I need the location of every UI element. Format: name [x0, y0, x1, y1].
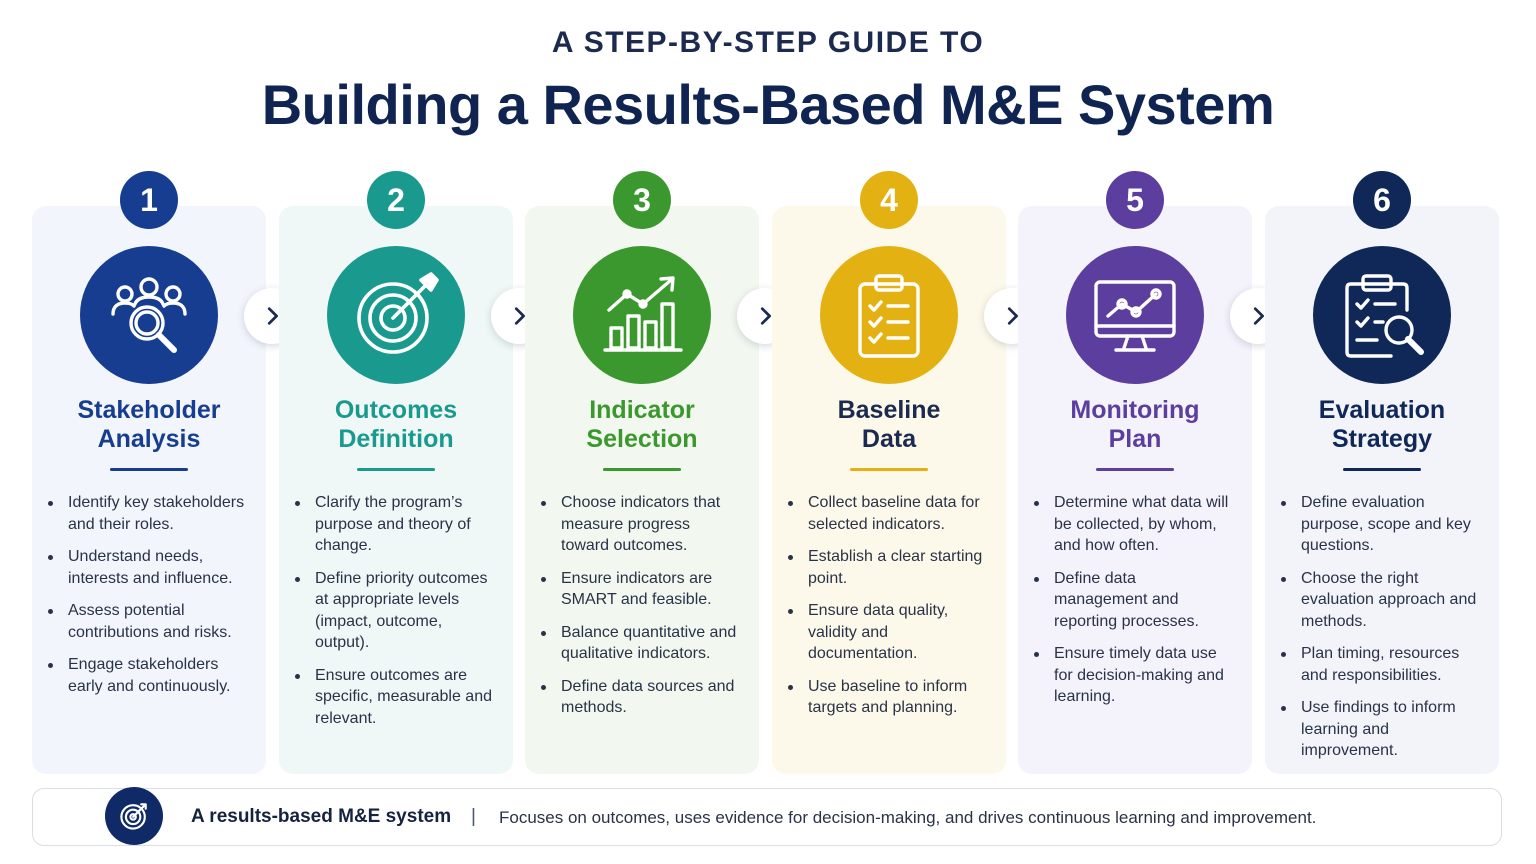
bullet-item: Use baseline to inform targets and plann… [786, 676, 986, 719]
clipboard-checklist-icon [820, 246, 958, 384]
step-title-line: Analysis [97, 425, 201, 453]
guide-subtitle: A STEP-BY-STEP GUIDE TO [551, 26, 985, 59]
bar-chart-trend-icon [573, 246, 711, 384]
step-title-underline [1343, 468, 1421, 471]
bullet-item: Ensure indicators are SMART and feasible… [539, 568, 739, 611]
step-title-line: Evaluation [1318, 396, 1446, 424]
step-title-line: Strategy [1331, 425, 1433, 453]
step-number-badge: 1 [120, 171, 178, 229]
bullet-item: Ensure timely data use for decision-maki… [1032, 643, 1232, 708]
bullet-item: Define data sources and methods. [539, 676, 739, 719]
step-number-badge: 5 [1106, 171, 1164, 229]
clipboard-search-icon [1313, 246, 1451, 384]
step-title-line: Data [861, 425, 917, 453]
step-title-underline [1096, 468, 1174, 471]
step-title-line: Outcomes [334, 396, 458, 424]
step-bullet-list: Determine what data will be collected, b… [1032, 492, 1232, 719]
step-title-underline [110, 468, 188, 471]
step-bullet-list: Choose indicators that measure progress … [539, 492, 739, 730]
step-bullet-list: Define evaluation purpose, scope and key… [1279, 492, 1479, 773]
stakeholder-search-icon [80, 246, 218, 384]
bullet-item: Define data management and reporting pro… [1032, 568, 1232, 633]
bullet-item: Use findings to inform learning and impr… [1279, 697, 1479, 762]
bullet-item: Clarify the program’s purpose and theory… [293, 492, 493, 557]
step-title-underline [357, 468, 435, 471]
bullet-item: Ensure outcomes are specific, measurable… [293, 665, 493, 730]
bullet-item: Establish a clear starting point. [786, 546, 986, 589]
step-number-badge: 4 [860, 171, 918, 229]
step-title-line: Monitoring [1070, 396, 1200, 424]
step-title-line: Baseline [837, 396, 941, 424]
bullet-item: Balance quantitative and qualitative ind… [539, 622, 739, 665]
step-title-underline [850, 468, 928, 471]
bullet-item: Identify key stakeholders and their role… [46, 492, 246, 535]
bullet-item: Engage stakeholders early and continuous… [46, 654, 246, 697]
step-title-line: Stakeholder [77, 396, 221, 424]
target-arrow-icon [327, 246, 465, 384]
bullet-item: Choose the right evaluation approach and… [1279, 568, 1479, 633]
step-title-line: Definition [338, 425, 454, 453]
step-number-badge: 6 [1353, 171, 1411, 229]
bullet-item: Ensure data quality, validity and docume… [786, 600, 986, 665]
bullet-item: Collect baseline data for selected indic… [786, 492, 986, 535]
step-number-badge: 3 [613, 171, 671, 229]
bullet-item: Determine what data will be collected, b… [1032, 492, 1232, 557]
step-title-line: Indicator [589, 396, 695, 424]
footer-text: Focuses on outcomes, uses evidence for d… [499, 808, 1317, 827]
bullet-item: Understand needs, interests and influenc… [46, 546, 246, 589]
page-title: Building a Results-Based M&E System [261, 73, 1275, 136]
bullet-item: Define evaluation purpose, scope and key… [1279, 492, 1479, 557]
footer-separator: | [471, 806, 476, 827]
target-icon [105, 787, 163, 845]
bullet-item: Define priority outcomes at appropriate … [293, 568, 493, 654]
step-bullet-list: Collect baseline data for selected indic… [786, 492, 986, 730]
step-bullet-list: Clarify the program’s purpose and theory… [293, 492, 493, 740]
step-title-underline [603, 468, 681, 471]
step-number-badge: 2 [367, 171, 425, 229]
footer-label: A results-based M&E system [191, 806, 452, 827]
monitor-chart-icon [1066, 246, 1204, 384]
step-bullet-list: Identify key stakeholders and their role… [46, 492, 246, 708]
bullet-item: Plan timing, resources and responsibilit… [1279, 643, 1479, 686]
bullet-item: Assess potential contributions and risks… [46, 600, 246, 643]
summary-footer: A results-based M&E system | Focuses on … [32, 787, 1502, 846]
bullet-item: Choose indicators that measure progress … [539, 492, 739, 557]
step-title-line: Plan [1108, 425, 1162, 453]
step-title-line: Selection [586, 425, 698, 453]
